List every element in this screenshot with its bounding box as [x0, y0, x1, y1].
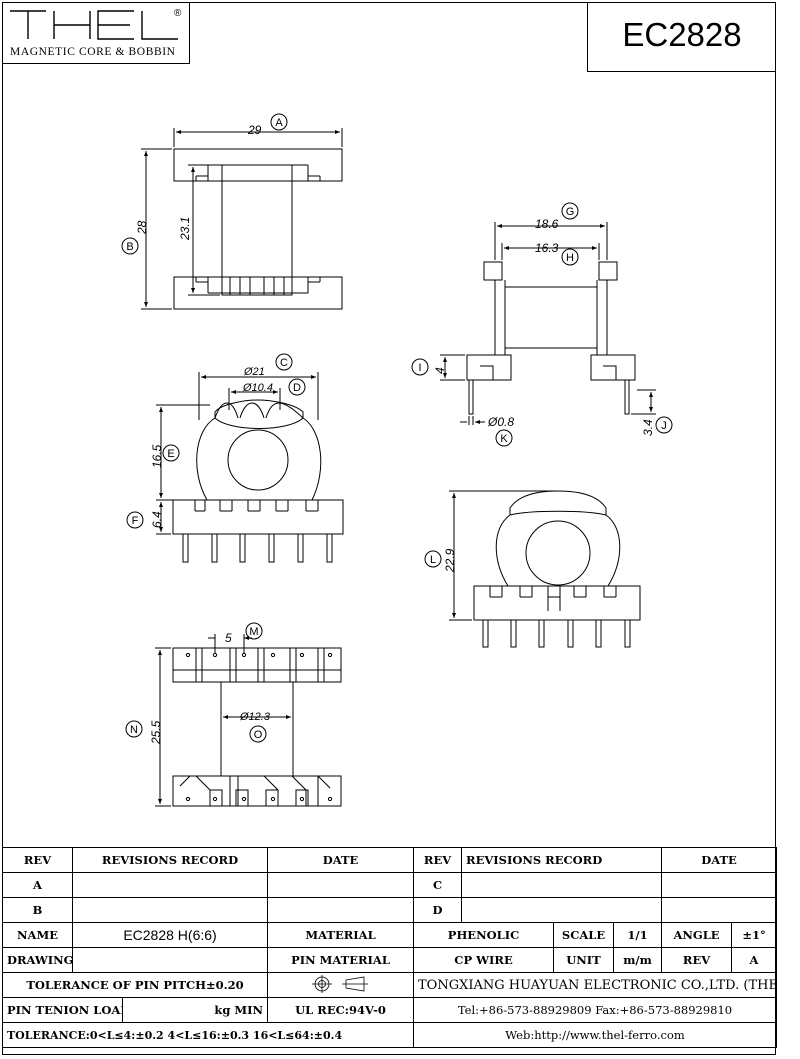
registered-mark: ®	[174, 8, 182, 19]
callout-letters: A B C D E F G H I J K L M N O	[126, 117, 666, 741]
model-number: EC2828	[622, 16, 742, 53]
callout-b: B	[126, 241, 133, 253]
rev-c: C	[413, 872, 463, 898]
dim-o-value: Ø12.3	[239, 711, 271, 723]
rev-header-2: REV	[413, 847, 463, 873]
dim-m-value: 5	[225, 631, 232, 645]
callout-j: J	[661, 420, 667, 432]
dimension-values: 29 28 23.1 Ø21 Ø10.4 16.5 6.4 18.6 16.3 …	[135, 123, 655, 745]
dim-l-value: 22.9	[443, 548, 457, 573]
dim-inner-height-value: 23.1	[178, 217, 192, 241]
callout-m: M	[249, 626, 258, 638]
website: Web:http://www.thel-ferro.com	[413, 1022, 778, 1048]
pin-tension-label: PIN TENION LOAD	[2, 997, 123, 1023]
dim-a-value: 29	[247, 123, 262, 137]
model-block: EC2828	[587, 2, 776, 72]
dim-k-value: Ø0.8	[487, 415, 514, 429]
callout-circles	[121, 113, 673, 743]
dim-j-value: 3.4	[641, 419, 655, 436]
angle-value: ±1°	[731, 922, 778, 948]
drawing-frame	[2, 2, 776, 1055]
logo-block: ® MAGNETIC CORE & BOBBIN	[2, 2, 190, 64]
rev-d-record	[461, 897, 663, 923]
callout-e: E	[167, 448, 174, 460]
drawing-no-value	[71, 947, 269, 973]
rev-a: A	[2, 872, 73, 898]
pin-material-value: CP WIRE	[413, 947, 555, 973]
front-pins	[182, 533, 333, 563]
rev-b-date	[267, 897, 415, 923]
unit-value: m/m	[613, 947, 663, 973]
angle-label: ANGLE	[661, 922, 733, 948]
dim-i-value: 4	[433, 367, 447, 374]
scale-value: 1/1	[613, 922, 663, 948]
callout-i: I	[418, 362, 421, 374]
company-name: TONGXIANG HUAYUAN ELECTRONIC CO.,LTD. (T…	[413, 972, 778, 998]
rev-header: REV	[2, 847, 73, 873]
projection-icon	[311, 974, 368, 993]
right-side-view	[440, 222, 656, 425]
scale-label: SCALE	[553, 922, 615, 948]
name-value: EC2828 H(6:6)	[71, 922, 269, 948]
rear-pins	[482, 619, 631, 648]
dim-n-value: 25.5	[149, 720, 163, 745]
date-header-2: DATE	[661, 847, 778, 873]
rev-d: D	[413, 897, 463, 923]
side-view	[141, 128, 343, 310]
pin-tension-unit: kg MIN	[121, 997, 269, 1023]
rev-d-date	[661, 897, 778, 923]
dim-f-value: 6.4	[150, 511, 164, 528]
dim-c-value: Ø21	[243, 366, 265, 378]
technical-drawing: 29 28 23.1 Ø21 Ø10.4 16.5 6.4 18.6 16.3 …	[121, 113, 673, 807]
rev-b: B	[2, 897, 73, 923]
material-label: MATERIAL	[267, 922, 415, 948]
callout-c: C	[280, 357, 288, 369]
callout-d: D	[293, 382, 301, 394]
title-block: REV REVISIONS RECORD DATE REV REVISIONS …	[1, 847, 778, 1048]
callout-h: H	[566, 252, 574, 264]
rev-label: REV	[661, 947, 733, 973]
dim-b-value: 28	[135, 220, 149, 235]
callout-a: A	[275, 117, 283, 129]
tolerance-note: TOLERANCE:0<L≤4:±0.2 4<L≤16:±0.3 16<L≤64…	[1, 1022, 415, 1048]
rev-c-date	[661, 872, 778, 898]
rev-b-record	[71, 897, 269, 923]
front-view	[156, 372, 344, 563]
tel-fax: Tel:+86-573-88929809 Fax:+86-573-8892981…	[413, 997, 778, 1023]
pin-pitch-tolerance: TOLERANCE OF PIN PITCH±0.20	[1, 972, 269, 998]
revisions-record-header: REVISIONS RECORD	[71, 847, 269, 873]
callout-n: N	[130, 724, 138, 736]
callout-g: G	[566, 206, 575, 218]
rev-value: A	[731, 947, 778, 973]
name-label: NAME	[2, 922, 73, 948]
callout-l: L	[430, 554, 436, 566]
pin-material-label: PIN MATERIAL	[267, 947, 415, 973]
dim-d-value: Ø10.4	[242, 382, 273, 394]
rear-view	[449, 490, 641, 648]
callout-k: K	[500, 433, 508, 445]
revisions-record-header-2: REVISIONS RECORD	[461, 847, 663, 873]
rev-a-date	[267, 872, 415, 898]
callout-f: F	[132, 515, 139, 527]
material-value: PHENOLIC	[413, 922, 555, 948]
drawing-no-label: DRAWING NO	[2, 947, 73, 973]
rev-a-record	[71, 872, 269, 898]
dim-h-value: 16.3	[535, 241, 559, 255]
unit-label: UNIT	[553, 947, 615, 973]
dim-e-value: 16.5	[150, 444, 164, 468]
rev-c-record	[461, 872, 663, 898]
ul-rec: UL REC:94V-0	[267, 997, 415, 1023]
top-view	[155, 634, 342, 807]
projection-symbol	[267, 972, 415, 998]
date-header: DATE	[267, 847, 415, 873]
dim-g-value: 18.6	[535, 217, 559, 231]
brand-subtitle: MAGNETIC CORE & BOBBIN	[10, 46, 176, 58]
callout-o: O	[254, 729, 263, 741]
thel-logo	[10, 10, 178, 40]
